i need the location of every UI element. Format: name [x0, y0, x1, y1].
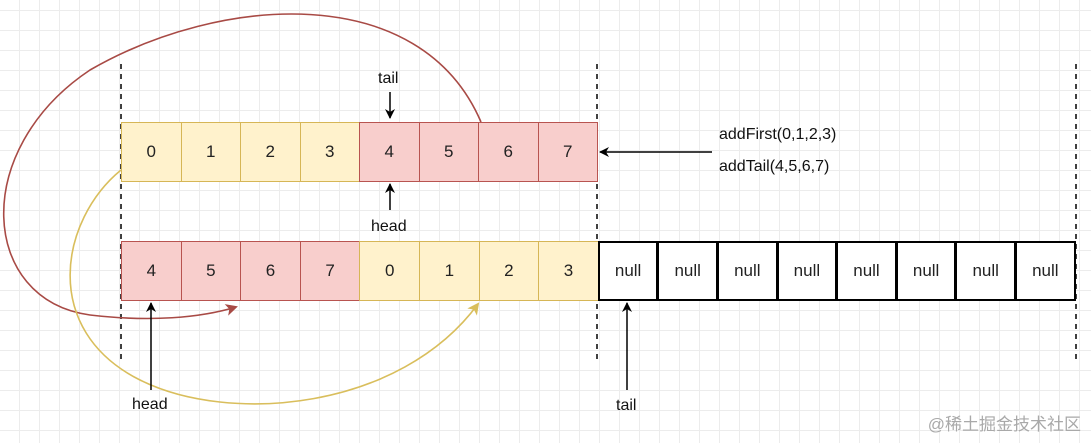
top-cell-0: 0	[121, 122, 182, 182]
top-head-label: head	[371, 218, 407, 235]
bottom-cell-5: 1	[419, 241, 480, 301]
top-cell-7: 7	[537, 122, 598, 182]
bottom-cell-3: 7	[299, 241, 361, 301]
bottom-cell-0: 4	[121, 241, 182, 301]
bottom-tail-label: tail	[616, 397, 637, 414]
top-cell-2: 2	[240, 122, 301, 182]
top-cell-5: 5	[418, 122, 479, 182]
top-cell-6: 6	[478, 122, 539, 182]
bottom-cell-8: null	[597, 241, 659, 301]
bottom-cell-1: 5	[180, 241, 242, 301]
red-curve-arrow	[2, 13, 482, 320]
watermark: @稀土掘金技术社区	[927, 415, 1081, 434]
add-tail-note: addTail(4,5,6,7)	[719, 158, 830, 175]
add-first-note: addFirst(0,1,2,3)	[719, 126, 837, 143]
bottom-cell-14: null	[955, 241, 1016, 301]
bottom-cell-11: null	[776, 241, 838, 301]
bottom-cell-15: null	[1015, 241, 1076, 301]
top-cell-3: 3	[299, 122, 360, 182]
bottom-cell-6: 2	[478, 241, 540, 301]
top-cell-4: 4	[359, 122, 420, 182]
bottom-head-label: head	[132, 396, 168, 413]
bottom-cell-2: 6	[240, 241, 301, 301]
bottom-cell-13: null	[895, 241, 957, 301]
bottom-cell-12: null	[836, 241, 897, 301]
bottom-cell-4: 0	[359, 241, 420, 301]
top-tail-label: tail	[378, 70, 399, 87]
bottom-cell-10: null	[717, 241, 778, 301]
bottom-cell-7: 3	[538, 241, 599, 301]
yellow-curve-arrow	[69, 169, 480, 405]
top-cell-1: 1	[180, 122, 241, 182]
bottom-cell-9: null	[657, 241, 718, 301]
